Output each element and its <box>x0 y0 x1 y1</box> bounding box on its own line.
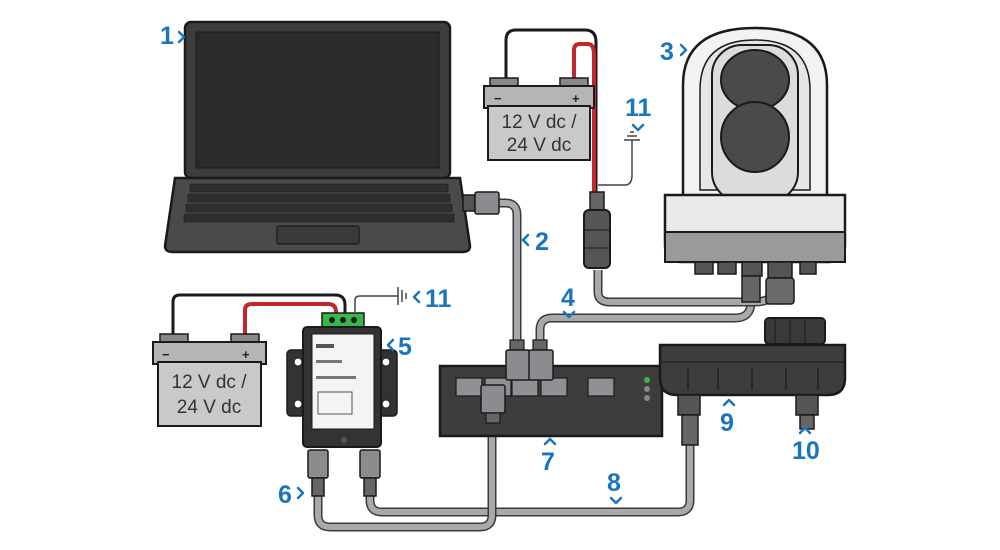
battery-top-voltage-line1: 12 V dc / <box>502 112 578 133</box>
ground-symbol-top <box>624 131 640 150</box>
battery-left-plus: + <box>242 347 250 362</box>
battery-top-minus: − <box>494 91 502 106</box>
cable-6-network <box>313 420 497 532</box>
callout-1: 1 <box>160 22 174 50</box>
battery-left-voltage-line2: 24 V dc <box>177 397 241 418</box>
laptop-keyboard <box>183 183 455 223</box>
battery-left-minus: − <box>162 347 170 362</box>
laptop-network-plug <box>462 191 500 215</box>
camera-power-connector <box>765 277 795 305</box>
left-battery-wires <box>171 293 398 338</box>
callout-arrows <box>177 30 812 505</box>
switch-network-plugs <box>480 339 554 424</box>
joystick-controller <box>658 317 847 446</box>
battery-left-voltage-line1: 12 V dc / <box>172 372 248 393</box>
callout-6: 6 <box>278 481 292 509</box>
battery-top-voltage-line2: 24 V dc <box>507 135 571 156</box>
battery-top: − + 12 V dc / 24 V dc <box>483 77 595 161</box>
camera-connectors <box>694 261 817 279</box>
cable-2-network <box>493 198 522 350</box>
battery-top-plus: + <box>572 91 580 106</box>
injector-network-plugs <box>307 449 381 497</box>
callout-7: 7 <box>541 448 555 476</box>
callout-10: 10 <box>792 437 820 465</box>
callout-4: 4 <box>561 284 575 312</box>
cable-8-network <box>365 445 695 517</box>
camera-network-plug <box>741 275 761 303</box>
cable-4-network <box>535 301 756 345</box>
camera-power-filter <box>583 191 611 269</box>
thermal-camera <box>663 26 847 305</box>
callout-2: 2 <box>535 228 549 256</box>
callout-9: 9 <box>720 409 734 437</box>
battery-left: − + 12 V dc / 24 V dc <box>152 333 267 427</box>
callout-5: 5 <box>398 333 412 361</box>
poe-injector <box>286 312 398 448</box>
laptop <box>163 20 472 254</box>
callout-3: 3 <box>660 38 674 66</box>
top-battery-wires <box>504 28 633 210</box>
ground-symbol-left <box>397 287 407 305</box>
callout-11-top: 11 <box>625 94 652 122</box>
callout-8: 8 <box>607 469 621 497</box>
callout-11-left: 11 <box>425 285 452 313</box>
